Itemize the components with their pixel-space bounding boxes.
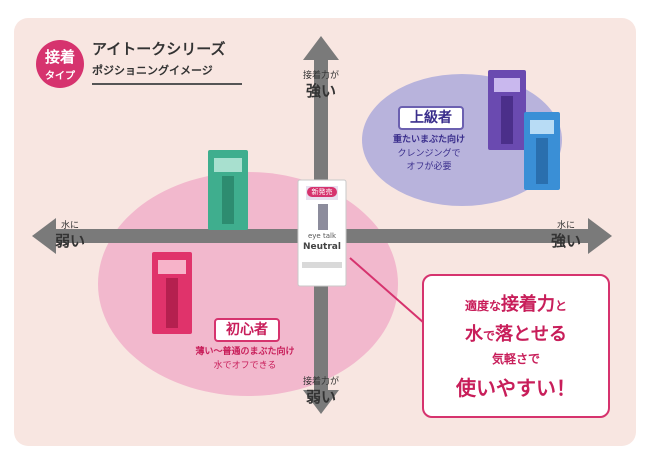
advanced-label: 上級者 <box>398 106 464 130</box>
axis-right-small: 水に <box>556 221 575 231</box>
callout-l2-b: で <box>482 329 495 343</box>
badge-line2: タイプ <box>45 71 75 82</box>
beginner-desc1: 薄い〜普通のまぶた向け <box>195 347 295 357</box>
advanced-desc1: 重たいまぶた向け <box>392 135 465 145</box>
axis-top-big: 強い <box>305 82 336 100</box>
callout-l1-b: 接着力 <box>501 294 555 315</box>
axis-right-big: 強い <box>550 232 581 250</box>
axis-top-small: 接着力が <box>302 71 339 81</box>
callout-l2-c: 落とせる <box>495 324 567 345</box>
arrow-right-icon <box>588 218 612 254</box>
callout-l1-a: 適度な <box>464 299 501 313</box>
page-title: アイトークシリーズ <box>92 40 226 58</box>
product-brand: eye talk <box>307 232 336 240</box>
axis-left-small: 水に <box>60 221 79 231</box>
beginner-desc2: 水でオフできる <box>213 361 277 371</box>
product-pink <box>152 252 192 334</box>
arrow-left-icon <box>32 218 56 254</box>
product-green <box>208 150 248 230</box>
product-new-tag: 新発売 <box>307 187 337 197</box>
badge-line1: 接着 <box>44 48 75 66</box>
arrow-up-icon <box>303 36 339 60</box>
advanced-desc2: クレンジングで <box>397 149 461 159</box>
page-subtitle: ポジショニングイメージ <box>92 64 213 77</box>
axis-left-big: 弱い <box>54 232 85 250</box>
advanced-desc3: オフが必要 <box>406 162 452 172</box>
axis-bottom-big: 弱い <box>305 388 336 406</box>
adhesive-type-badge: 接着 タイプ <box>36 40 84 88</box>
beginner-label: 初心者 <box>214 318 280 342</box>
callout-box: 適度な接着力と 水で落とせる 気軽さで 使いやすい！ <box>422 274 610 418</box>
axis-bottom-small: 接着力が <box>302 377 339 387</box>
callout-l4: 使いやすい！ <box>456 376 576 400</box>
product-name: Neutral <box>303 242 341 252</box>
title-underline <box>92 83 242 85</box>
product-blue <box>524 112 560 190</box>
callout-l3: 気軽さで <box>491 352 540 366</box>
arrow-down-icon <box>303 390 339 414</box>
callout-l1-c: と <box>555 299 568 313</box>
callout-l2-a: 水 <box>464 324 483 345</box>
product-purple <box>488 70 526 150</box>
